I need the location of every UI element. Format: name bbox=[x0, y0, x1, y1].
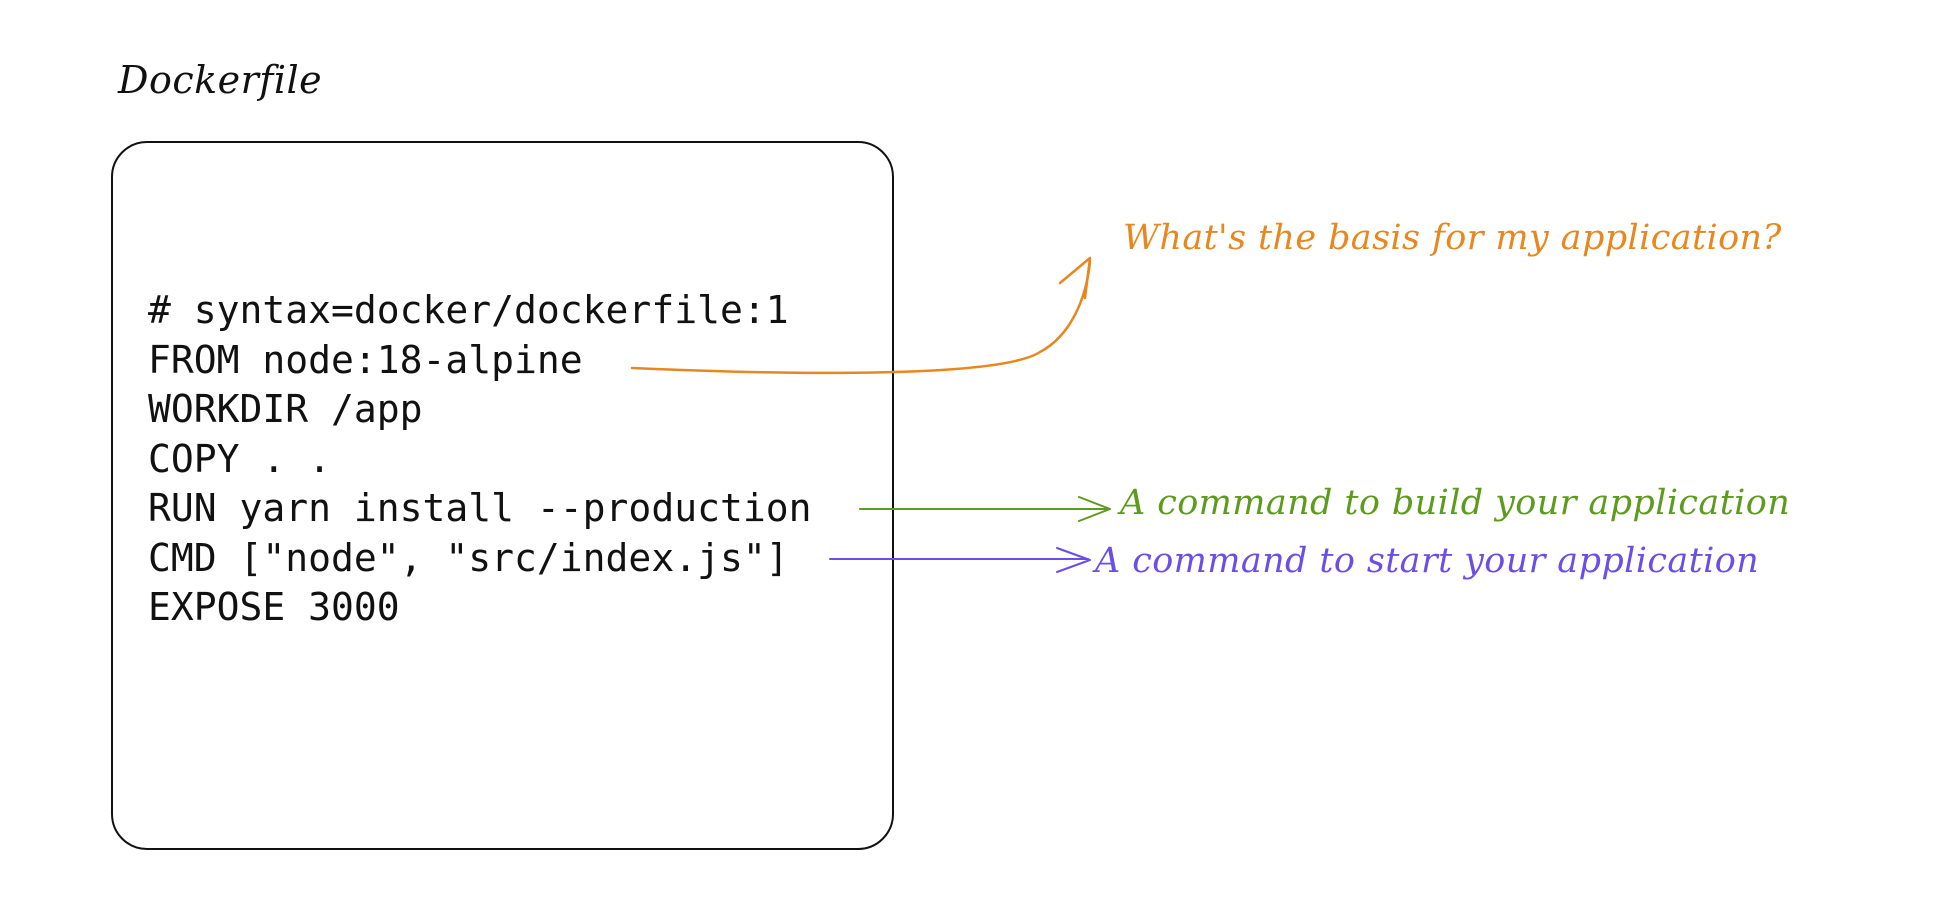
code-line-run: RUN yarn install --production bbox=[148, 486, 812, 530]
code-line-cmd: CMD ["node", "src/index.js"] bbox=[148, 535, 789, 580]
dockerfile-code: # syntax=docker/dockerfile:1 FROM node:1… bbox=[148, 286, 811, 633]
annotation-base-image: What's the basis for my application? bbox=[1123, 218, 1782, 258]
arrow-build-command-head bbox=[1078, 496, 1111, 522]
code-line-from: FROM node:18-alpine bbox=[148, 337, 583, 382]
code-line-syntax: # syntax=docker/dockerfile:1 bbox=[148, 288, 789, 332]
annotation-start-command: A command to start your application bbox=[1095, 541, 1760, 581]
annotation-build-command: A command to build your application bbox=[1120, 483, 1791, 523]
code-line-workdir: WORKDIR /app bbox=[148, 387, 423, 431]
arrow-start-command-head bbox=[1056, 547, 1091, 573]
dockerfile-code-box bbox=[111, 141, 894, 850]
code-line-expose: EXPOSE 3000 bbox=[148, 585, 400, 629]
arrow-base-image-head bbox=[1058, 256, 1092, 300]
dockerfile-title: Dockerfile bbox=[118, 58, 323, 102]
code-line-copy: COPY . . bbox=[148, 436, 332, 481]
